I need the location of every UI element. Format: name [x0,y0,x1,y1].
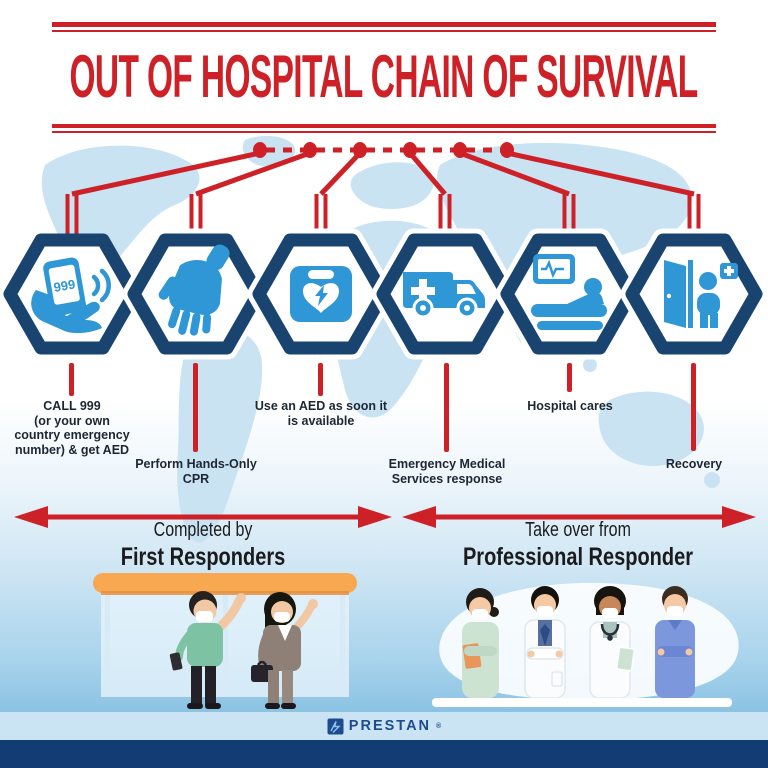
registered-trademark: ® [436,722,442,730]
bystander-man [169,591,246,709]
footer-band-light: PRESTAN ® [0,712,768,740]
chain-link-call-999: 999 [3,233,141,355]
phase-line2: Professional Responder [462,543,694,571]
bus-shelter [93,573,357,697]
map-island [583,358,597,372]
footer-band-dark [0,740,768,768]
map-europe [350,162,434,210]
aed-device-icon [290,266,352,322]
header-rule-thick [52,22,716,27]
professional-responder-arrow [402,506,756,528]
professional-responders-illustration [432,582,739,707]
first-responders-arrow [14,506,392,528]
chain-node-dot [403,142,417,158]
hospital-bed-icon [531,254,607,330]
phase-caption-first-responders: Completed by First Responders [28,519,378,572]
leader-line-aed [318,363,323,396]
map-south-america [177,326,263,543]
nurse-blue-scrubs [655,586,695,698]
chain-link-cpr [122,228,270,360]
chain-node-dot [353,142,367,158]
cpr-hands-icon [158,244,230,336]
header-rule-thick-bottom [52,124,716,128]
phase-line2: First Responders [120,543,286,571]
prestan-wordmark: PRESTAN [348,718,432,734]
phase-line1: Completed by [153,519,253,541]
svg-text:999: 999 [52,276,76,295]
header-rule-thin-bottom [52,131,716,133]
chain-node-dot [253,142,267,158]
prestan-logo-icon [327,718,344,734]
ambulance-icon [403,272,485,319]
chain-link-aed [247,228,395,360]
leader-line-call-999 [69,363,74,396]
chain-node-dot [453,142,467,158]
map-australia [598,391,704,466]
step-label-ems: Emergency Medical Services response [388,457,506,486]
page-title: OUT OF HOSPITAL CHAIN OF SURVIVAL [69,43,699,111]
chain-node-dot [500,142,514,158]
step-label-aed: Use an AED as soon it is available [254,399,388,428]
first-responders-illustration [93,573,357,709]
leader-line-ems [444,363,449,452]
platform [432,698,732,707]
step-label-hospital: Hospital cares [527,399,613,413]
step-label-recovery: Recovery [665,457,723,471]
step-label-call-999: CALL 999 (or your own country emergency … [14,399,130,457]
recovery-door-icon [664,260,738,328]
step-label-cpr: Perform Hands-Only CPR [135,457,257,486]
header-rule-thin [52,30,716,32]
phase-arrows [14,506,756,528]
survival-chain: 999 [3,228,768,360]
leader-line-cpr [193,363,198,452]
chain-link-recovery [620,228,768,360]
nurse-green-scrubs [462,588,499,698]
phase-caption-professional-responder: Take over from Professional Responder [402,519,754,572]
phase-line1: Take over from [525,519,631,541]
bystander-woman [251,592,318,709]
phone-call-999-icon: 999 [31,257,111,334]
leader-line-recovery [691,363,696,451]
leader-line-hospital [567,363,572,392]
doctor-white-coat [524,586,566,699]
page-title-wrap: OUT OF HOSPITAL CHAIN OF SURVIVAL [0,42,768,112]
map-island [704,472,720,488]
chain-node-dot [303,142,317,158]
connector-lines [65,142,701,240]
chain-link-ambulance [371,228,519,360]
chain-link-hospital [495,228,643,360]
